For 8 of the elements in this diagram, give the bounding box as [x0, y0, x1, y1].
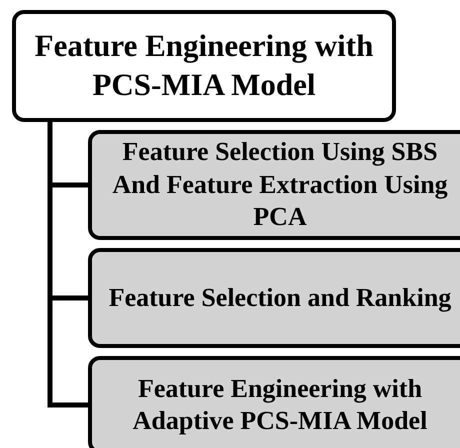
box-label: Feature Selection Using SBS And Feature Extraction Using PCA [111, 136, 449, 234]
sub-box [88, 356, 460, 448]
box-label: Feature Engineering with Adaptive PCS-MIA Model [132, 372, 428, 437]
sub-box [88, 130, 460, 240]
root-box [12, 10, 396, 122]
sub-box [88, 248, 460, 348]
box-label: Feature Engineering with PCS-MIA Model [34, 27, 374, 104]
box-label: Feature Selection and Ranking [108, 282, 452, 314]
